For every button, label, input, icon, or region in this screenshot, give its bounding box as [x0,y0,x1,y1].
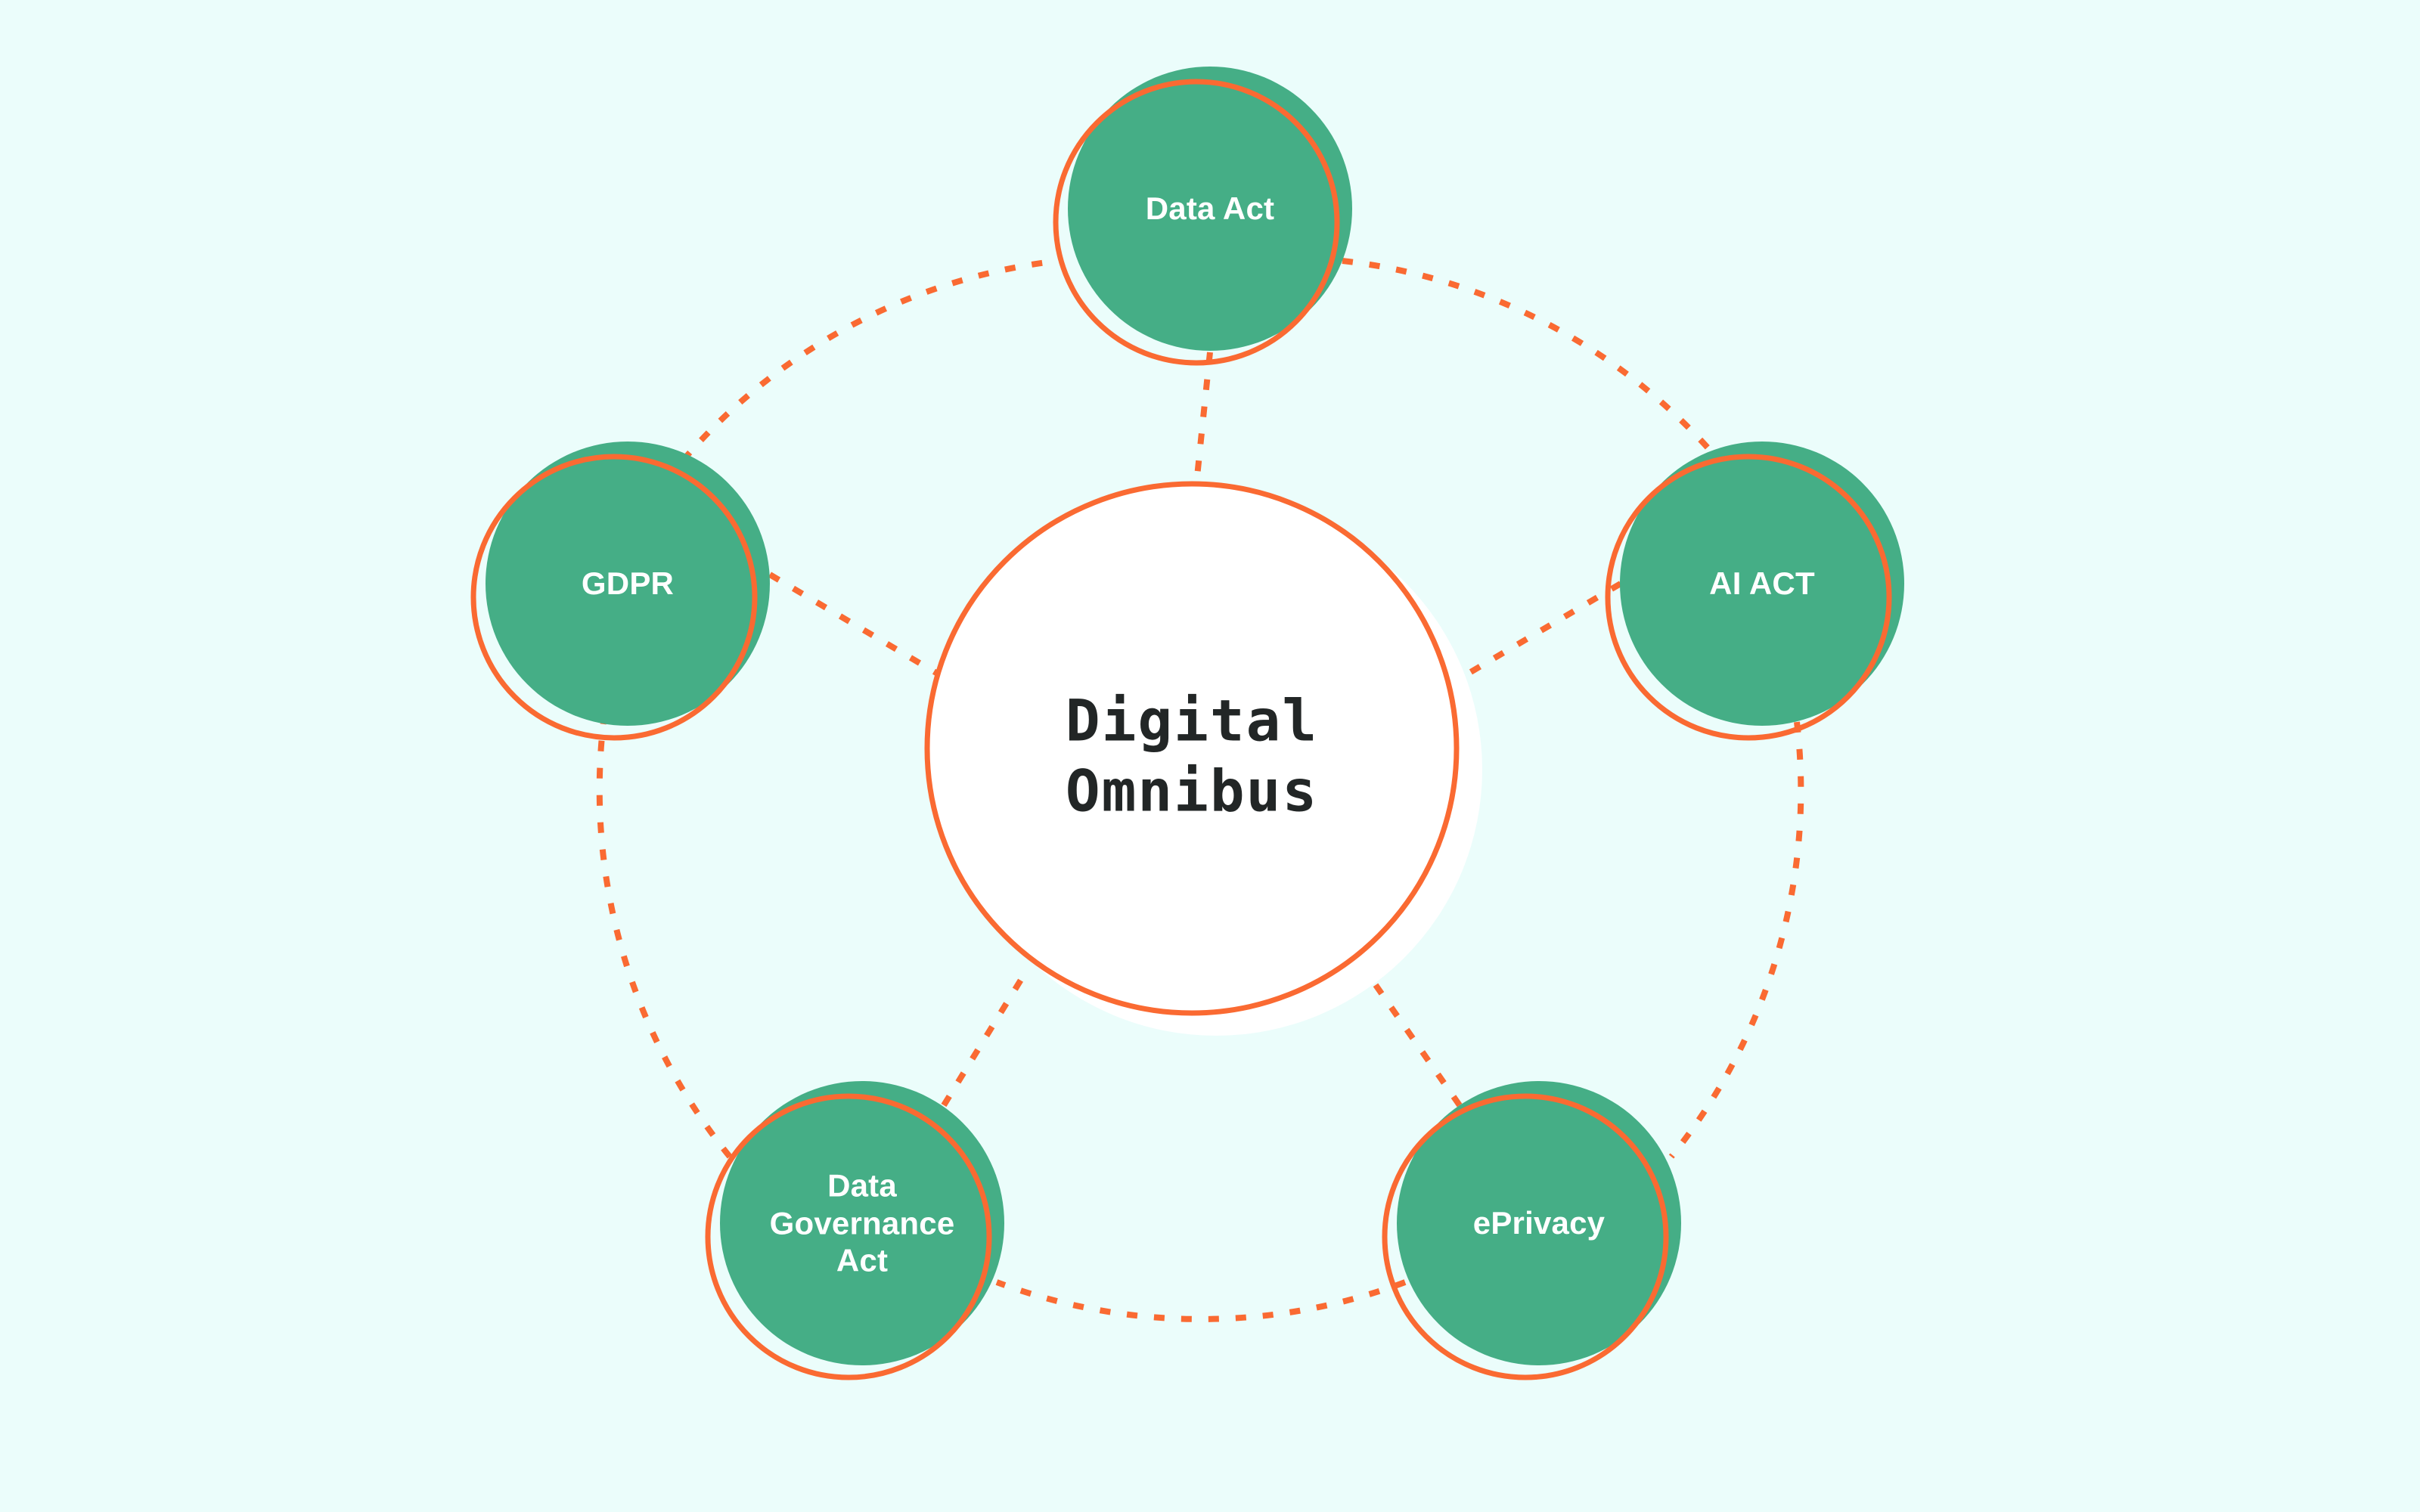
spoke-dga [941,978,1024,1108]
arc-eprivacy-to-dga [995,1279,1407,1322]
node-data-governance-act[interactable] [705,1081,1004,1380]
node-data-act[interactable] [1053,67,1352,366]
node-data-act-fill [1068,67,1352,351]
arc-data-act-to-ai-act [1342,258,1722,463]
node-data-act-ring [1053,79,1340,366]
node-ai-act[interactable] [1605,442,1904,741]
spoke-data-act [1193,352,1213,485]
spoke-gdpr [768,572,939,676]
node-data-governance-act-ring [705,1093,992,1380]
hub-fill [927,484,1457,1013]
node-data-governance-act-fill [720,1081,1004,1365]
node-eprivacy-ring [1382,1093,1669,1380]
spoke-ai-act [1454,581,1623,683]
arc-gdpr-to-data-act [680,258,1060,463]
node-eprivacy[interactable] [1382,1081,1681,1380]
spoke-eprivacy [1366,973,1463,1108]
node-gdpr-fill [486,442,770,726]
node-ai-act-ring [1605,454,1892,741]
arc-dga-to-gdpr [596,721,733,1159]
node-ai-act-fill [1620,442,1904,726]
hub-spokes [768,352,1623,1108]
node-gdpr[interactable] [470,442,770,741]
outer-dashed-ring [596,258,1804,1322]
hub-ring [924,481,1460,1016]
hub-node[interactable] [924,481,1460,1016]
node-gdpr-ring [470,454,758,741]
node-eprivacy-fill [1397,1081,1681,1365]
arc-ai-act-to-eprivacy [1668,721,1804,1159]
